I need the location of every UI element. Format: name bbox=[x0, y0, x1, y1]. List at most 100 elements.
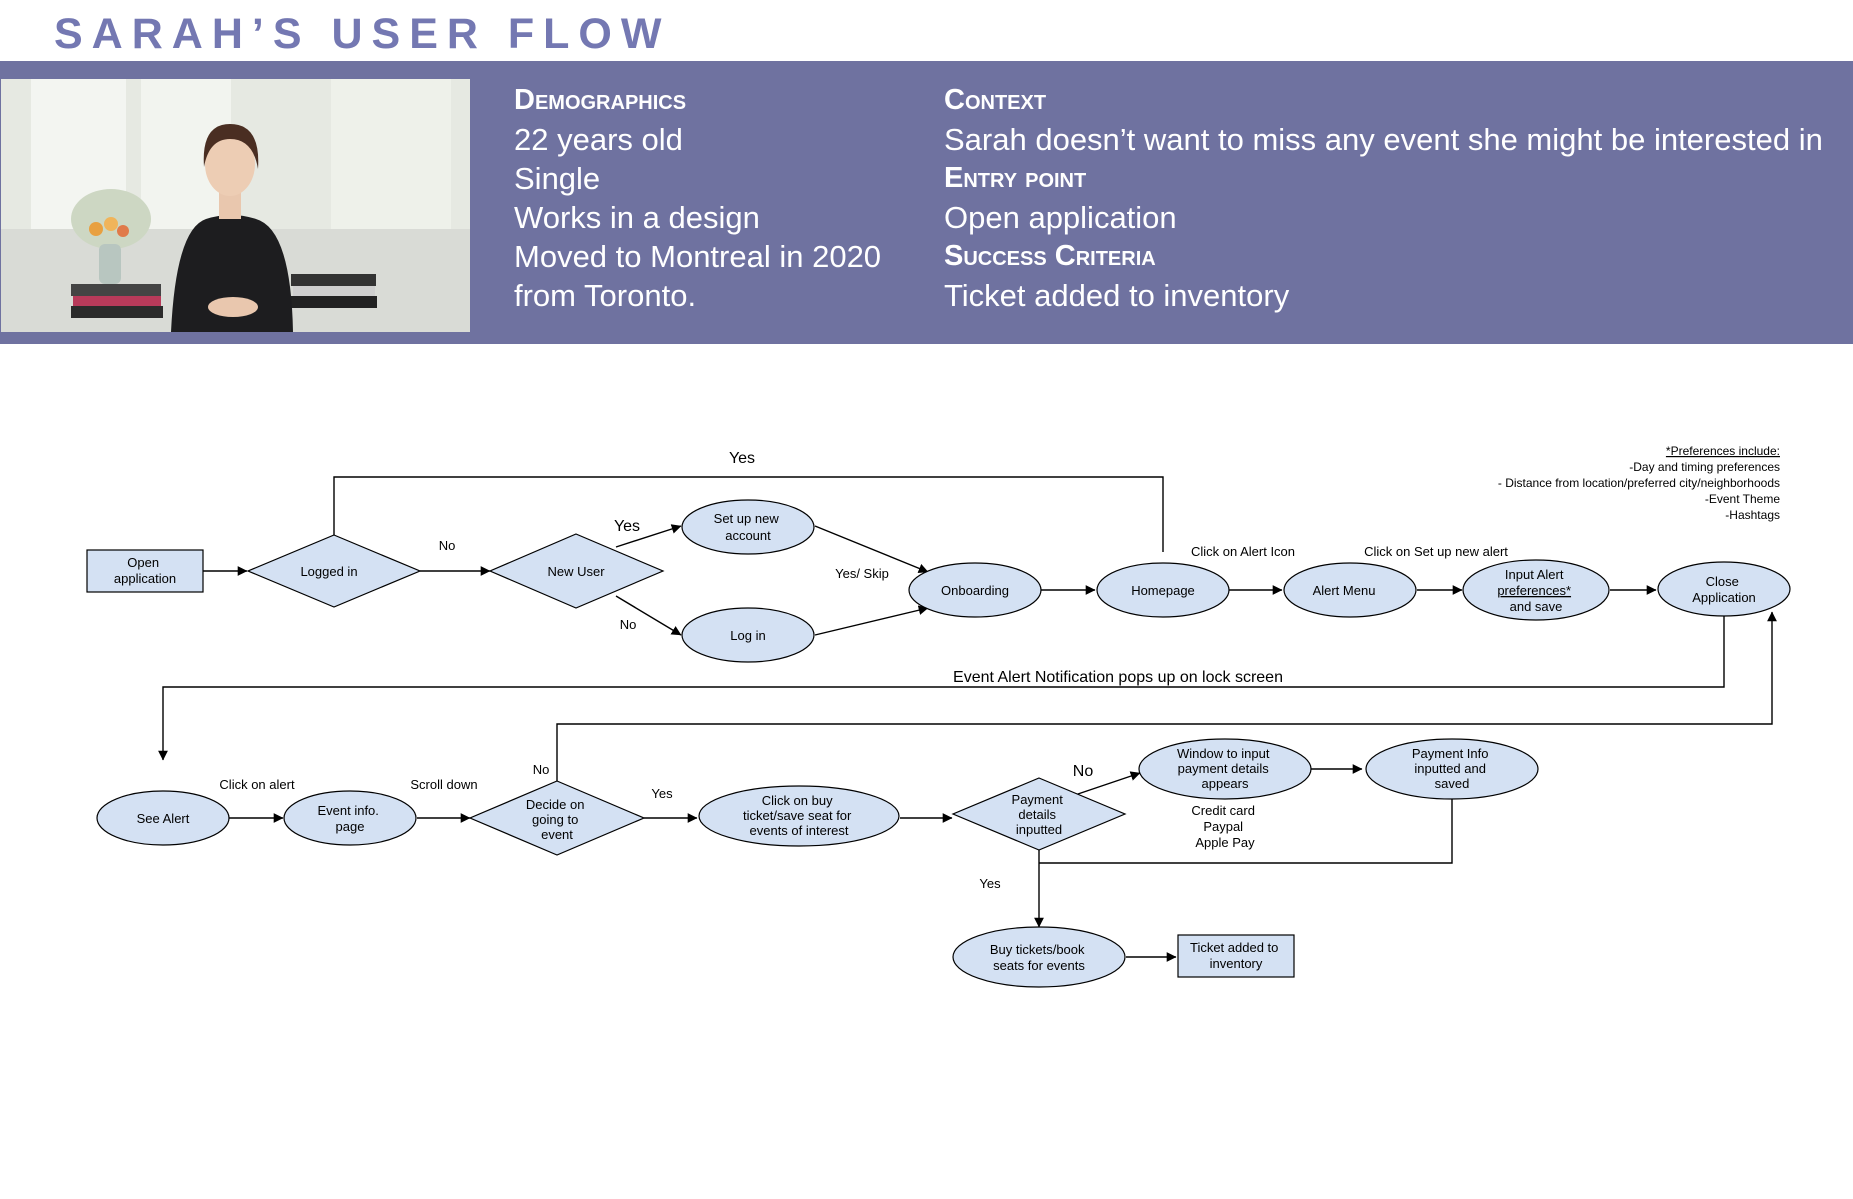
node-label: Input Alert bbox=[1505, 567, 1564, 582]
demographic-age: 22 years old bbox=[514, 122, 683, 157]
node-label: Decide on bbox=[526, 797, 585, 812]
flow-edges bbox=[158, 476, 1777, 962]
node-close-application: Close Application bbox=[1657, 561, 1791, 617]
node-decide-on-event: Decide on going to event bbox=[468, 780, 646, 856]
label-scroll-down: Scroll down bbox=[410, 777, 477, 792]
edge-payment-no-window bbox=[1071, 771, 1141, 797]
node-label: Buy tickets/book bbox=[990, 942, 1085, 957]
node-label: going to bbox=[532, 812, 578, 827]
node-label: Event info. bbox=[317, 803, 378, 818]
node-label: Logged in bbox=[300, 564, 357, 579]
node-logged-in: Logged in bbox=[246, 534, 422, 608]
node-label: Log in bbox=[730, 628, 765, 643]
context-heading: Context bbox=[944, 84, 1047, 116]
svg-text:Input Alert preferences*: Input Alert preferences* and save bbox=[1497, 567, 1574, 614]
svg-text:Payment details in: Payment details inputted bbox=[1012, 792, 1067, 837]
node-see-alert: See Alert bbox=[96, 790, 230, 846]
page-title: SARAH’S USER FLOW bbox=[54, 10, 671, 58]
svg-text:Alert Menu: Alert Menu bbox=[1313, 583, 1376, 598]
demographic-work: Works in a design bbox=[514, 200, 760, 235]
svg-text:Onboarding: Onboarding bbox=[941, 583, 1009, 598]
node-input-alert-preferences: Input Alert preferences* and save bbox=[1462, 559, 1610, 621]
svg-text:Payment Info inputted an: Payment Info inputted and saved bbox=[1412, 746, 1492, 791]
payment-methods-list: Credit card Paypal Apple Pay bbox=[1191, 803, 1258, 850]
node-label: Onboarding bbox=[941, 583, 1009, 598]
entry-point-heading: Entry point bbox=[944, 162, 1087, 194]
note-item: -Day and timing preferences bbox=[1629, 460, 1780, 474]
node-label: Window to input bbox=[1177, 746, 1270, 761]
edge-login-onboarding bbox=[814, 605, 929, 636]
node-new-user: New User bbox=[488, 533, 665, 609]
node-alert-menu: Alert Menu bbox=[1283, 562, 1417, 618]
node-label: Application bbox=[1692, 590, 1756, 605]
node-label: ticket/save seat for bbox=[743, 808, 852, 823]
node-ticket-added: Ticket added to inventory bbox=[1177, 934, 1295, 978]
user-flow-diagram: Open application Logged in New User Set … bbox=[86, 444, 1791, 988]
edge-close-seealert bbox=[158, 616, 1725, 761]
label-yes-new-user: Yes bbox=[614, 518, 640, 535]
node-payment-details-inputted: Payment details inputted bbox=[951, 777, 1127, 851]
edge-saved-return bbox=[1039, 796, 1453, 864]
context-column: Context Sarah doesn’t want to miss any e… bbox=[944, 81, 1844, 315]
svg-text:Log in: Log in bbox=[730, 628, 765, 643]
edge-newuser-setup bbox=[615, 524, 682, 548]
svg-text:Click on buy ticket/save: Click on buy ticket/save seat for events… bbox=[743, 793, 855, 838]
node-label: Alert Menu bbox=[1313, 583, 1376, 598]
node-label: event bbox=[541, 827, 573, 842]
persona-photo bbox=[1, 79, 470, 332]
edge-logged-yes-homepage bbox=[333, 476, 1164, 552]
persona-banner: Demographics 22 years old Single Works i… bbox=[0, 61, 1853, 344]
svg-text:Homepage: Homepage bbox=[1131, 583, 1195, 598]
label-lock-screen: Event Alert Notification pops up on lock… bbox=[953, 669, 1283, 686]
demographics-heading: Demographics bbox=[514, 84, 687, 116]
node-label: and save bbox=[1510, 599, 1563, 614]
node-label: Open bbox=[127, 555, 159, 570]
node-label: Close bbox=[1706, 574, 1739, 589]
node-label: seats for events bbox=[993, 958, 1085, 973]
svg-text:Close Application: Close Application bbox=[1692, 574, 1756, 605]
node-label: payment details bbox=[1178, 761, 1270, 776]
label-no-decide: No bbox=[533, 762, 550, 777]
payment-method-item: Paypal bbox=[1203, 819, 1243, 834]
node-label: inventory bbox=[1210, 956, 1263, 971]
node-label: New User bbox=[547, 564, 605, 579]
node-homepage: Homepage bbox=[1096, 562, 1230, 618]
node-payment-window: Window to input payment details appears bbox=[1138, 738, 1312, 800]
context-text: Sarah doesn’t want to miss any event she… bbox=[944, 122, 1823, 157]
demographics-column: Demographics 22 years old Single Works i… bbox=[514, 81, 914, 315]
label-no-new-user: No bbox=[620, 617, 637, 632]
label-yes-skip: Yes/ Skip bbox=[835, 566, 889, 581]
success-criteria-text: Ticket added to inventory bbox=[944, 278, 1290, 313]
preferences-note: *Preferences include: -Day and timing pr… bbox=[1498, 444, 1780, 522]
svg-text:New User: New User bbox=[547, 564, 605, 579]
node-payment-info-saved: Payment Info inputted and saved bbox=[1365, 738, 1539, 800]
note-title: *Preferences include: bbox=[1666, 444, 1780, 458]
node-label: saved bbox=[1435, 776, 1470, 791]
node-log-in: Log in bbox=[681, 607, 815, 663]
node-event-info-page: Event info. page bbox=[283, 790, 417, 846]
svg-text:Set up new account: Set up new account bbox=[714, 511, 783, 543]
node-label: Homepage bbox=[1131, 583, 1195, 598]
note-item: -Hashtags bbox=[1725, 508, 1780, 522]
node-set-up-account: Set up new account bbox=[681, 499, 815, 555]
node-label: appears bbox=[1202, 776, 1249, 791]
node-label: See Alert bbox=[137, 811, 190, 826]
note-item: - Distance from location/preferred city/… bbox=[1498, 476, 1780, 490]
edge-labels: Yes No Yes No Yes/ Skip Click on Alert I… bbox=[219, 450, 1508, 891]
payment-method-item: Credit card bbox=[1191, 803, 1255, 818]
note-item: -Event Theme bbox=[1705, 492, 1780, 506]
edge-setup-onboarding bbox=[814, 525, 929, 574]
svg-text:Buy tickets/book seats f: Buy tickets/book seats for events bbox=[990, 942, 1088, 973]
label-yes-decide: Yes bbox=[651, 786, 673, 801]
svg-text:Open application: Open application bbox=[114, 555, 176, 586]
svg-text:Logged in: Logged in bbox=[300, 564, 357, 579]
payment-method-item: Apple Pay bbox=[1195, 835, 1255, 850]
edge-newuser-login bbox=[615, 595, 682, 636]
node-label: Set up new bbox=[714, 511, 780, 526]
node-open-application: Open application bbox=[86, 549, 204, 593]
node-label: page bbox=[336, 819, 365, 834]
label-click-alert-icon: Click on Alert Icon bbox=[1191, 544, 1295, 559]
node-label: Payment Info bbox=[1412, 746, 1489, 761]
label-yes-top: Yes bbox=[729, 450, 755, 467]
label-no-logged: No bbox=[439, 538, 456, 553]
